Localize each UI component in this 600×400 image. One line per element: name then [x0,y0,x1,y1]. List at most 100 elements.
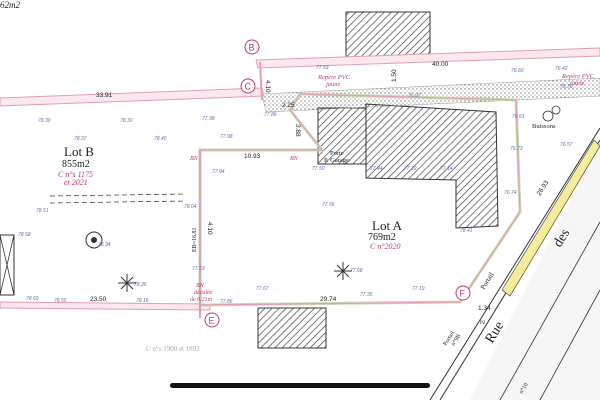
lot-a-area: 769m2 [368,232,396,243]
home-indicator-bar[interactable] [170,383,430,388]
road-surface [470,140,600,400]
elevation-label: 78.40 [154,136,167,142]
palm-tree-icon-2 [334,262,352,280]
elevation-label: 77.44 [370,166,383,172]
dim-1-50: 1.50 [391,69,398,82]
sidewalk-yellow [501,139,600,297]
bottom-cadastre-text: C n°s 1900 et 1892 [146,345,200,353]
point-e-marker: E [204,312,220,328]
lot-a-boundary-red [199,93,521,306]
elevation-points: 77.53 76.97 76.60 76.42 76.75 78.30 77.9… [18,65,573,305]
road-edge-4 [539,289,600,400]
dim-4-10: 4.10 [264,80,271,93]
elevation-label: 76.97 [408,93,421,99]
point-b-marker: B [244,39,260,55]
svg-text:E: E [209,316,215,326]
elevation-label: 77.14 [440,166,453,172]
lot-divider-top [259,61,263,101]
dim-40-00: 40.00 [432,61,449,68]
lot-a-cadastre: C n°2020 [370,242,401,251]
elevation-label: 77.19 [412,286,425,292]
portail-label-1: Portail [479,271,496,291]
dim-23-50: 23.50 [90,296,107,303]
lot-b-area: 855m2 [62,159,90,170]
shed-cross-b [0,234,15,296]
elevation-label: 76.73 [510,146,523,152]
elevation-label: 77.56 [322,202,335,208]
svg-text:F: F [460,289,466,299]
repere-label-1: Repère PVC [317,74,351,81]
bn-decalee-3: de 0.21m [190,297,213,303]
elevation-label: 77.86 [220,299,233,305]
dim-33-91: 33.91 [96,92,113,99]
elevation-label: 77.98 [202,116,215,122]
elevation-label: 77.53 [192,266,205,272]
point-f-marker: F [455,285,471,301]
hedge-strip [261,77,600,113]
n10-label: n°10 [518,382,530,395]
porte-label: Porte [330,150,344,157]
dim-10-93: 10.93 [244,153,261,160]
repere-label-2b: jaune [569,80,585,87]
dim-29-74: 29.74 [320,296,337,303]
p2-label: P2 [480,321,486,326]
dim-4-10-b: 4.10 [206,222,213,235]
elevation-label: 78.04 [184,204,197,210]
lotb-top-strip [0,87,265,107]
elevation-label: 77.39 [404,166,417,172]
elevation-label: 77.50 [312,166,325,172]
palm-tree-icon [118,274,136,292]
buissons-label: Buissons [532,123,556,130]
buissons-icon [542,110,554,122]
elevation-label: 77.68 [350,268,363,274]
bn-label-1: BN [190,156,199,162]
elevation-label: 78.37 [74,136,87,142]
elevation-label: 77.35 [360,292,373,298]
dim-3-88: 3.88 [294,124,301,137]
elevation-label: 77.67 [256,286,269,292]
elevation-label: 77.98 [220,134,233,140]
neighbour-building-bottom [257,307,327,349]
elevation-label: 76.57 [560,142,573,148]
dim-2-25: 2.25 [282,102,295,109]
elevation-label: 76.51 [512,114,525,120]
lotb-bottom-strip [0,301,211,311]
house-building [365,103,499,229]
garage-building [317,107,367,165]
buissons-icon-2 [551,105,561,115]
lot-b-name: Lot B [64,144,94,159]
elevation-label: 78.34 [98,242,111,248]
area-fragment: 62m2 [0,0,20,10]
road-edge-1 [429,127,600,400]
road-edge-3 [499,221,600,400]
dashed-line-2 [49,200,187,204]
bush-icon [85,231,103,249]
elevation-label: 76.60 [511,68,524,74]
shed-left [0,234,15,296]
elevation-label: 76.74 [504,190,517,196]
elevation-label: 76.75 [560,84,573,90]
dashed-line-1 [49,193,187,197]
eb-label: EB=16.81 [192,227,198,252]
bn-label-2: BN [290,156,299,162]
elevation-label: 78.58 [18,232,31,238]
elevation-label: 78.30 [120,118,133,124]
neighbour-building-top [345,11,431,61]
top-boundary-strip [255,47,600,69]
elevation-label: 78.55 [54,298,67,304]
dim-26-93: 26.93 [536,179,551,197]
elevation-label: 78.51 [36,208,49,214]
lot-b-cadastre-1: C n°s 1175 [58,170,93,179]
point-c-marker: C [240,78,256,94]
elevation-label: 78.30 [38,118,51,124]
elevation-label: 77.53 [316,65,329,71]
lot-b-cadastre-2: et 2021 [64,178,88,187]
elevation-label: 78.41 [460,228,473,234]
elevation-label: 78.69 [26,296,39,302]
bn-decalee-2: décalée [194,290,213,296]
elevation-label: 77.86 [264,112,277,118]
repere-label-2: Repère PVC [561,73,595,80]
elevation-label: 76.42 [555,66,568,72]
